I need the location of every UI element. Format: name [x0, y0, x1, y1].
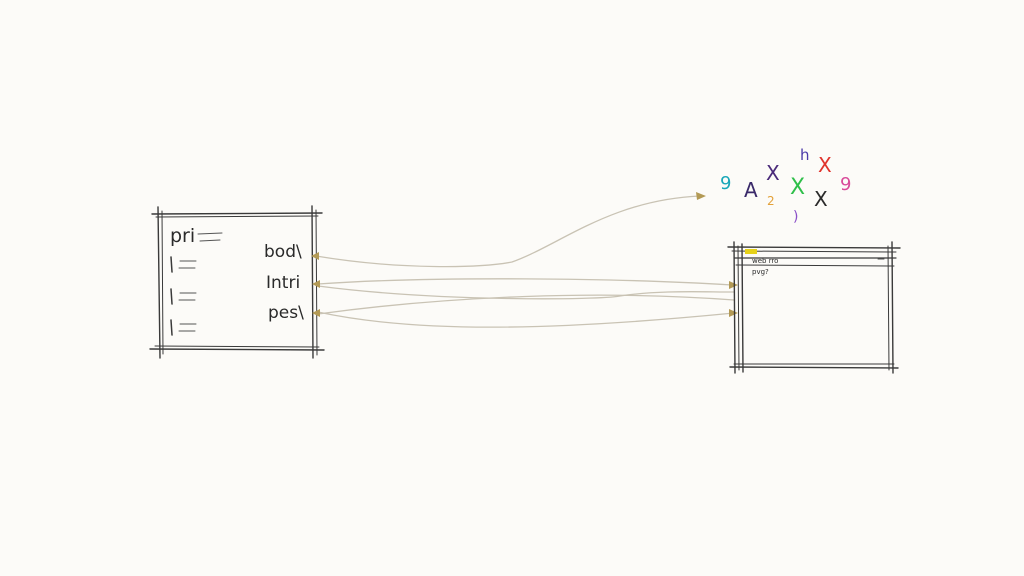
left-box: pri bod\ Intri pes\	[149, 205, 325, 359]
port-label-intri: Intri	[266, 273, 300, 293]
title-dash	[197, 232, 223, 235]
connections	[311, 192, 738, 328]
port-label-bod: bod\	[264, 242, 302, 262]
thread-pes-to-window	[317, 311, 735, 328]
scattered-glyphs: 9 A X h X X 2 X 9 )	[720, 146, 851, 225]
thread-pes-to-window-2	[317, 294, 735, 315]
arrowhead-icon	[312, 280, 320, 288]
glyph-paren: )	[793, 209, 798, 225]
arrowhead-icon	[696, 192, 706, 200]
thread-bod-to-glyphs	[315, 195, 701, 268]
glyph-x-green: X	[790, 175, 805, 200]
list-row	[170, 288, 197, 305]
left-box-title: pri	[170, 225, 195, 247]
glyph-h: h	[800, 146, 810, 164]
glyph-2: 2	[767, 194, 775, 208]
window-accent-tab	[745, 249, 757, 254]
arrowhead-icon	[312, 309, 320, 317]
title-dash	[199, 239, 221, 242]
arrowhead-icon	[729, 281, 738, 289]
thread-intri-to-window-2	[317, 285, 735, 300]
window-status-text: pvg?	[752, 268, 769, 276]
arrowhead-icon	[311, 252, 319, 260]
list-row	[170, 319, 197, 336]
port-label-pes: pes\	[268, 303, 304, 323]
right-window: web rro pvg?	[727, 241, 901, 374]
arrowhead-icon	[729, 309, 738, 317]
glyph-9: 9	[720, 173, 731, 194]
list-row	[170, 256, 197, 273]
glyph-x-red: X	[818, 153, 832, 177]
glyph-x-black: X	[814, 187, 828, 211]
glyph-x: X	[766, 161, 780, 185]
address-bar-text: web rro	[752, 257, 778, 265]
glyph-9-pink: 9	[840, 174, 851, 195]
glyph-a: A	[744, 178, 758, 202]
thread-intri-to-window	[317, 278, 733, 286]
